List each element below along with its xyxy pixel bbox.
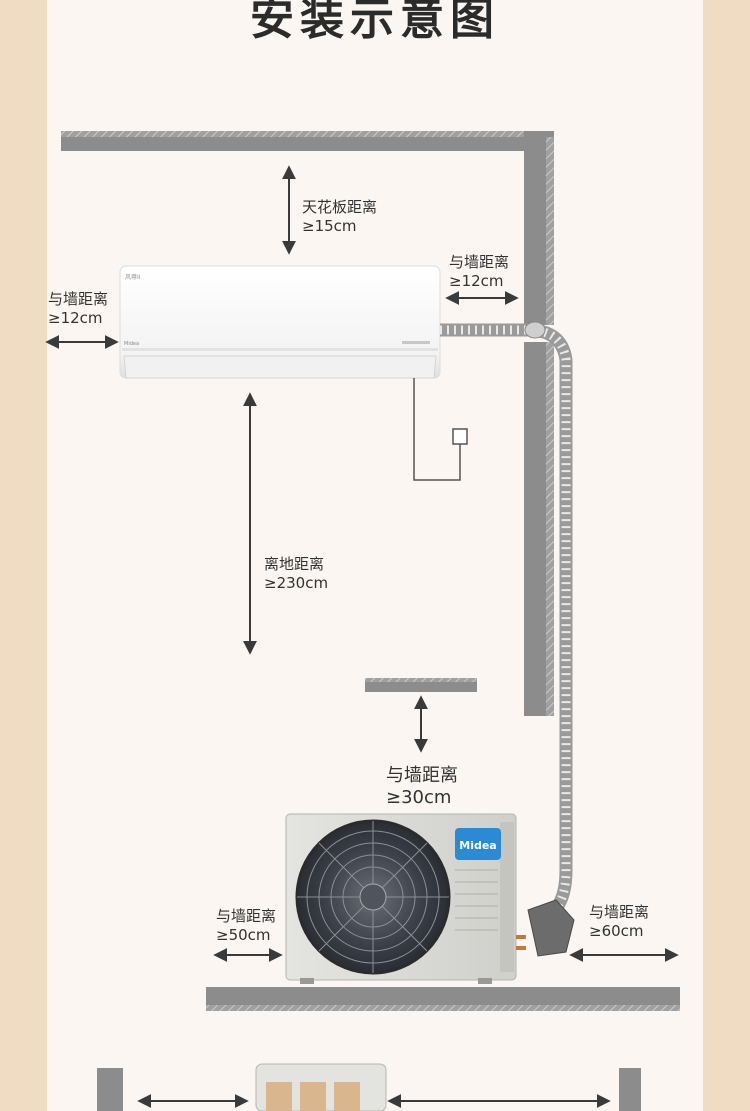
outdoor-back-wall-label: 与墙距离≥30cm [386,765,458,808]
midea-logo-badge [455,828,501,860]
outdoor-brand-label: Midea [459,839,496,852]
indoor-left-wall-label: 与墙距离≥12cm [48,290,109,327]
right-wall [524,131,554,716]
indoor-brand-label: Midea [124,341,139,347]
pipe-valve-cover [516,899,575,957]
ceiling-wall [61,131,553,151]
outdoor-unit: Midea [285,813,517,984]
outdoor-back-wall [365,678,477,692]
indoor-model-label: 风尊II [125,273,141,281]
drain-pipe [413,378,468,481]
floor-distance-label: 离地距离≥230cm [264,555,329,592]
indoor-unit: 风尊II Midea [119,265,441,379]
outdoor-right-label: 与墙距离≥60cm [589,903,650,940]
indoor-right-wall-label: 与墙距离≥12cm [449,253,510,290]
page-title: 安装示意图 [250,0,500,45]
power-socket-icon [452,428,468,445]
ceiling-distance-label: 天花板距离≥15cm [302,198,378,235]
next-section-preview [97,1063,641,1111]
ground-slab [206,987,680,1011]
outdoor-left-label: 与墙距离≥50cm [216,907,277,944]
